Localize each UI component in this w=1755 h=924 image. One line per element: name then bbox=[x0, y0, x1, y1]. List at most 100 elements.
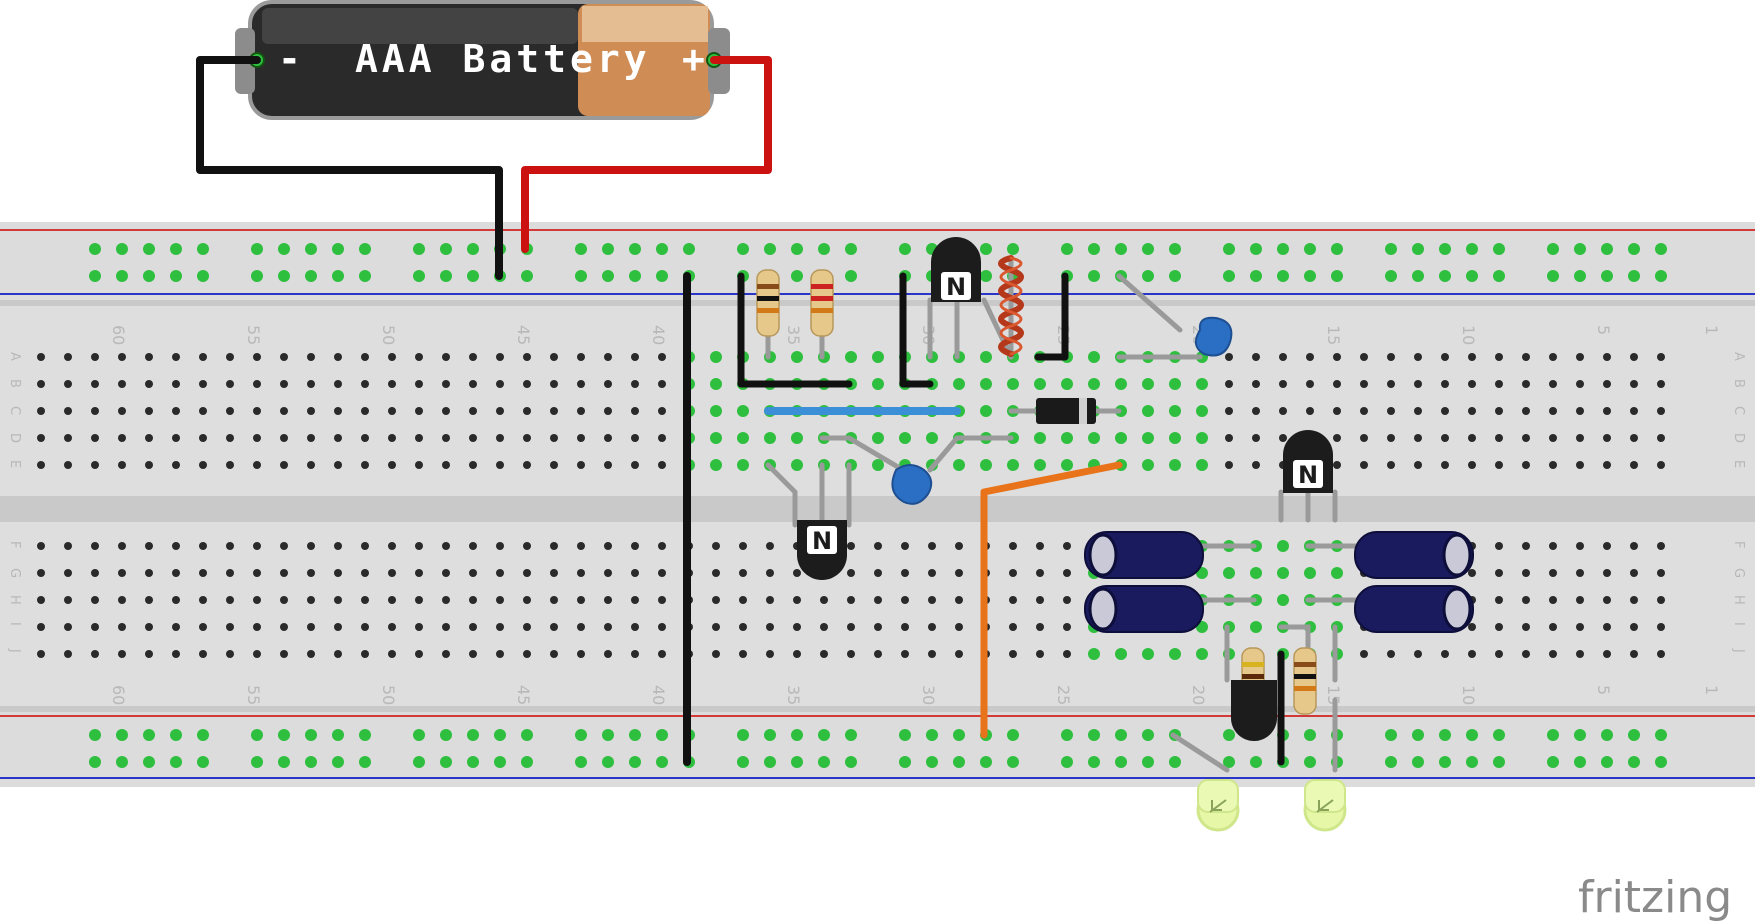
breadboard-hole[interactable] bbox=[145, 461, 153, 469]
breadboard-hole[interactable] bbox=[1387, 407, 1395, 415]
breadboard-hole[interactable] bbox=[1333, 461, 1341, 469]
rail-hole[interactable] bbox=[1088, 243, 1100, 255]
breadboard-hole[interactable] bbox=[1549, 380, 1557, 388]
breadboard-hole[interactable] bbox=[1169, 378, 1181, 390]
rail-hole[interactable] bbox=[1574, 756, 1586, 768]
breadboard-hole[interactable] bbox=[1009, 596, 1017, 604]
breadboard-hole[interactable] bbox=[91, 596, 99, 604]
breadboard-hole[interactable] bbox=[820, 650, 828, 658]
breadboard-hole[interactable] bbox=[388, 569, 396, 577]
breadboard-hole[interactable] bbox=[1414, 650, 1422, 658]
breadboard-hole[interactable] bbox=[199, 407, 207, 415]
rail-hole[interactable] bbox=[1628, 756, 1640, 768]
rail-hole[interactable] bbox=[305, 270, 317, 282]
diode[interactable] bbox=[1036, 398, 1096, 424]
breadboard-hole[interactable] bbox=[1387, 353, 1395, 361]
breadboard-hole[interactable] bbox=[739, 542, 747, 550]
breadboard-hole[interactable] bbox=[91, 461, 99, 469]
breadboard-hole[interactable] bbox=[1009, 542, 1017, 550]
breadboard-hole[interactable] bbox=[307, 623, 315, 631]
breadboard-hole[interactable] bbox=[872, 459, 884, 471]
rail-hole[interactable] bbox=[1142, 243, 1154, 255]
breadboard-hole[interactable] bbox=[496, 380, 504, 388]
breadboard-hole[interactable] bbox=[577, 650, 585, 658]
rail-hole[interactable] bbox=[737, 729, 749, 741]
rail-hole[interactable] bbox=[1574, 270, 1586, 282]
breadboard-hole[interactable] bbox=[442, 623, 450, 631]
breadboard-hole[interactable] bbox=[118, 542, 126, 550]
breadboard-hole[interactable] bbox=[710, 405, 722, 417]
rail-hole[interactable] bbox=[1439, 756, 1451, 768]
breadboard-hole[interactable] bbox=[710, 351, 722, 363]
breadboard-hole[interactable] bbox=[1576, 650, 1584, 658]
rail-hole[interactable] bbox=[980, 756, 992, 768]
breadboard-hole[interactable] bbox=[469, 542, 477, 550]
breadboard-hole[interactable] bbox=[1333, 407, 1341, 415]
breadboard-hole[interactable] bbox=[388, 434, 396, 442]
rail-hole[interactable] bbox=[791, 756, 803, 768]
rail-hole[interactable] bbox=[1061, 729, 1073, 741]
breadboard-hole[interactable] bbox=[307, 434, 315, 442]
breadboard-hole[interactable] bbox=[334, 353, 342, 361]
breadboard-hole[interactable] bbox=[1441, 353, 1449, 361]
breadboard-hole[interactable] bbox=[307, 542, 315, 550]
rail-hole[interactable] bbox=[1466, 756, 1478, 768]
breadboard-hole[interactable] bbox=[1007, 378, 1019, 390]
breadboard-hole[interactable] bbox=[820, 623, 828, 631]
breadboard-hole[interactable] bbox=[226, 623, 234, 631]
rail-hole[interactable] bbox=[1142, 729, 1154, 741]
breadboard-hole[interactable] bbox=[118, 650, 126, 658]
rail-hole[interactable] bbox=[1277, 270, 1289, 282]
breadboard-hole[interactable] bbox=[1468, 407, 1476, 415]
breadboard-hole[interactable] bbox=[361, 650, 369, 658]
breadboard-hole[interactable] bbox=[1063, 650, 1071, 658]
breadboard-hole[interactable] bbox=[658, 461, 666, 469]
breadboard-hole[interactable] bbox=[469, 380, 477, 388]
led-2[interactable] bbox=[1303, 779, 1347, 832]
breadboard-hole[interactable] bbox=[388, 623, 396, 631]
breadboard-hole[interactable] bbox=[577, 569, 585, 577]
breadboard-hole[interactable] bbox=[145, 596, 153, 604]
breadboard-hole[interactable] bbox=[1063, 596, 1071, 604]
breadboard-hole[interactable] bbox=[791, 432, 803, 444]
breadboard-hole[interactable] bbox=[118, 380, 126, 388]
rail-hole[interactable] bbox=[1412, 270, 1424, 282]
rail-hole[interactable] bbox=[629, 270, 641, 282]
breadboard-hole[interactable] bbox=[1063, 569, 1071, 577]
rail-hole[interactable] bbox=[764, 729, 776, 741]
breadboard-hole[interactable] bbox=[710, 378, 722, 390]
breadboard-hole[interactable] bbox=[1549, 569, 1557, 577]
breadboard-hole[interactable] bbox=[1225, 407, 1233, 415]
breadboard-hole[interactable] bbox=[928, 542, 936, 550]
rail-hole[interactable] bbox=[1385, 729, 1397, 741]
breadboard-hole[interactable] bbox=[118, 569, 126, 577]
breadboard-hole[interactable] bbox=[1063, 623, 1071, 631]
breadboard-hole[interactable] bbox=[64, 434, 72, 442]
rail-hole[interactable] bbox=[1385, 756, 1397, 768]
breadboard-hole[interactable] bbox=[1196, 378, 1208, 390]
rail-hole[interactable] bbox=[899, 729, 911, 741]
breadboard-hole[interactable] bbox=[1142, 459, 1154, 471]
breadboard-hole[interactable] bbox=[415, 542, 423, 550]
breadboard-hole[interactable] bbox=[793, 650, 801, 658]
breadboard-hole[interactable] bbox=[1468, 650, 1476, 658]
breadboard-hole[interactable] bbox=[1142, 405, 1154, 417]
breadboard-hole[interactable] bbox=[1549, 542, 1557, 550]
breadboard-hole[interactable] bbox=[1360, 461, 1368, 469]
breadboard-hole[interactable] bbox=[1468, 380, 1476, 388]
breadboard-hole[interactable] bbox=[1549, 353, 1557, 361]
breadboard-hole[interactable] bbox=[1007, 459, 1019, 471]
breadboard-hole[interactable] bbox=[631, 407, 639, 415]
breadboard-hole[interactable] bbox=[1657, 353, 1665, 361]
breadboard-hole[interactable] bbox=[1495, 596, 1503, 604]
breadboard-hole[interactable] bbox=[847, 650, 855, 658]
breadboard-hole[interactable] bbox=[172, 623, 180, 631]
breadboard-hole[interactable] bbox=[469, 650, 477, 658]
rail-hole[interactable] bbox=[305, 756, 317, 768]
rail-hole[interactable] bbox=[1547, 270, 1559, 282]
breadboard-hole[interactable] bbox=[980, 378, 992, 390]
breadboard-hole[interactable] bbox=[1333, 353, 1341, 361]
rail-hole[interactable] bbox=[1547, 756, 1559, 768]
breadboard-hole[interactable] bbox=[737, 405, 749, 417]
rail-hole[interactable] bbox=[1655, 729, 1667, 741]
